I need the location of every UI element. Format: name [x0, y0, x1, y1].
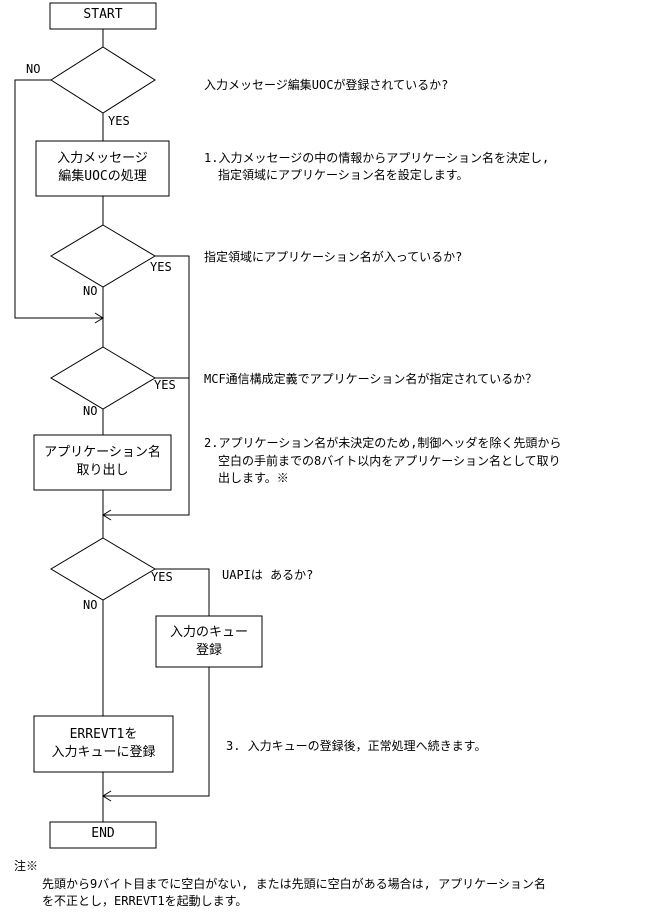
note-step2-line-1: 2.アプリケーション名が未決定のため,制御ヘッダを除く先頭から — [204, 436, 562, 450]
note-q3: MCF通信構成定義でアプリケーション名が指定されているか？ — [204, 372, 538, 386]
note-step1-line-1: 1.入力メッセージの中の情報からアプリケーション名を決定し, — [204, 151, 550, 165]
decision-2-shape — [50, 224, 156, 288]
appname-line-2: 取り出し — [76, 463, 129, 478]
end-terminal-shape — [49, 821, 157, 849]
decision-4-shape — [50, 537, 156, 601]
queue-line-2: 登録 — [195, 643, 222, 658]
d2-no-label: NO — [83, 284, 98, 298]
errevt-process-label: ERREVT1を 入力キューに登録 — [34, 726, 173, 762]
note-q1: 入力メッセージ編集UOCが登録されているか? — [204, 78, 449, 92]
d3-yes-label: YES — [154, 378, 176, 392]
note-q4: UAPIは あるか? — [222, 568, 314, 582]
arrow-head-3 — [102, 790, 112, 802]
footnote-line-2: を不正とし，ERREVT1を起動します。 — [42, 894, 248, 908]
decision-3-shape — [50, 346, 156, 410]
note-step1-line-2: 指定領域にアプリケーション名を設定します。 — [218, 168, 469, 182]
d1-yes-label: YES — [108, 114, 130, 128]
footnote-line-1: 先頭から9バイト目までに空白がない, または先頭に空白がある場合は, アプリケー… — [42, 877, 546, 891]
d1-no-label: NO — [26, 62, 41, 76]
decision-1-shape — [50, 46, 156, 114]
appname-process-label: アプリケーション名 取り出し — [34, 444, 171, 480]
d3-no-label: NO — [83, 404, 98, 418]
note-q2: 指定領域にアプリケーション名が入っているか? — [204, 250, 463, 264]
d4-yes-label: YES — [151, 570, 173, 584]
note-step2-line-2: 空白の手前までの8バイト以内をアプリケーション名として取り — [218, 454, 561, 468]
note-step3: 3. 入力キューの登録後，正常処理へ続きます。 — [226, 739, 487, 753]
footnote-mark: 注※ — [14, 859, 39, 873]
arrow-head-2 — [102, 509, 112, 521]
uoc-process-label: 入力メッセージ 編集UOCの処理 — [36, 150, 169, 186]
queue-line-1: 入力のキュー — [169, 625, 248, 640]
errevt-line-2: 入力キューに登録 — [51, 745, 156, 760]
start-label: START — [83, 7, 123, 22]
note-step2-line-3: 出します。※ — [218, 471, 289, 485]
appname-line-1: アプリケーション名 — [44, 445, 161, 460]
d2-yes-label: YES — [150, 260, 172, 274]
errevt-line-1: ERREVT1を — [69, 727, 138, 742]
end-label: END — [91, 826, 115, 841]
arrow-head-1 — [94, 312, 104, 324]
queue-process-label: 入力のキュー 登録 — [156, 624, 262, 660]
uoc-line-2: 編集UOCの処理 — [58, 169, 147, 184]
d4-no-label: NO — [83, 598, 98, 612]
uoc-line-1: 入力メッセージ — [57, 151, 148, 166]
